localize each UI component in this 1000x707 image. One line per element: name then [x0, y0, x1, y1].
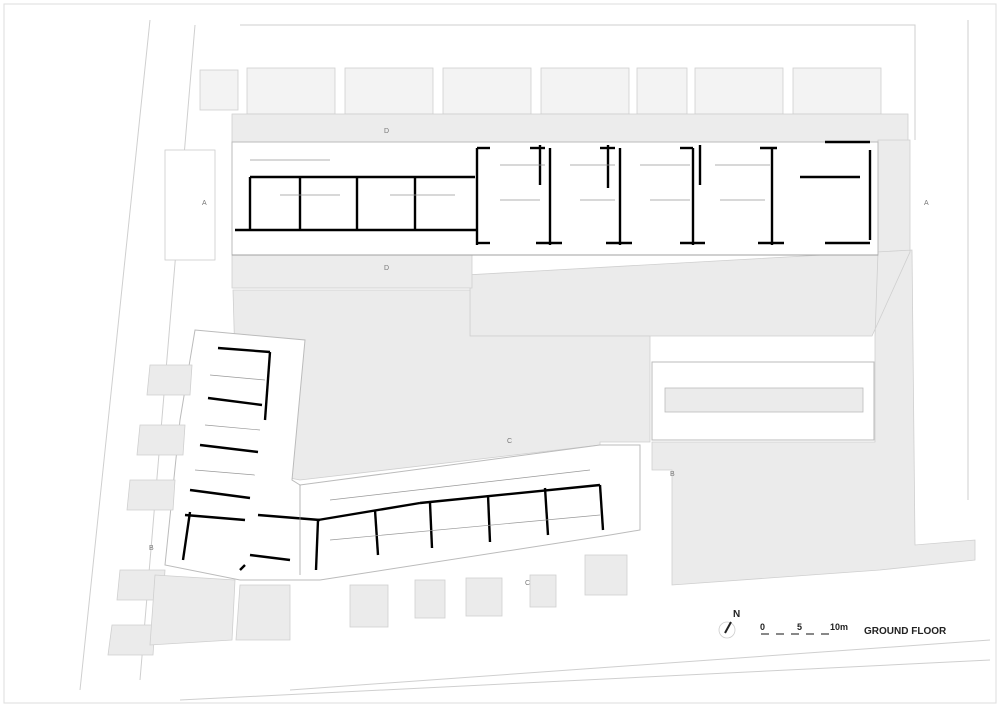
south-building-walls: [181, 346, 605, 571]
wall: [317, 501, 421, 522]
section-label-c-court: C: [507, 438, 512, 445]
partition: [194, 469, 256, 476]
wall: [263, 351, 272, 421]
parking-west: [107, 364, 193, 656]
north-building-partitions: [232, 159, 878, 256]
south-path: [231, 254, 473, 289]
partition: [204, 424, 261, 431]
scale-tick-0: 0: [760, 622, 765, 632]
section-label-a-west: A: [202, 200, 207, 207]
wall: [181, 511, 192, 561]
south-building-partitions: [194, 374, 601, 575]
wall: [314, 519, 320, 571]
wall: [486, 494, 492, 543]
partition: [329, 514, 601, 541]
wall: [419, 483, 601, 505]
section-label-b-west: B: [149, 545, 154, 552]
north-building: [231, 141, 879, 256]
wall: [428, 502, 434, 549]
west-street-block: [164, 149, 216, 261]
parking-row-north: [199, 67, 882, 115]
courtyard: [232, 139, 976, 586]
wall: [373, 509, 380, 556]
pavilion-inner: [664, 387, 864, 413]
wall: [189, 488, 251, 500]
north-label: N: [733, 609, 740, 620]
wall: [207, 396, 263, 407]
section-label-c-south: C: [525, 580, 530, 587]
wall: [199, 443, 259, 454]
wall: [217, 346, 271, 354]
scale-tick-5: 5: [797, 622, 802, 632]
partition: [329, 469, 591, 501]
section-label-b-east: B: [670, 471, 675, 478]
drawing-title: GROUND FLOOR: [864, 626, 947, 637]
north-path: [231, 113, 909, 143]
north-arrow-icon: [724, 621, 732, 634]
wall: [543, 487, 550, 536]
section-label-a-east: A: [924, 200, 929, 207]
scale-tick-10m: 10m: [830, 622, 848, 632]
wall: [184, 513, 246, 522]
section-label-d-north: D: [384, 128, 389, 135]
wall: [239, 564, 246, 571]
section-label-d-south: D: [384, 265, 389, 272]
wall: [257, 513, 321, 522]
gardens-south: [149, 554, 628, 646]
north-building-walls: [235, 140, 872, 245]
wall: [598, 484, 605, 531]
partition: [209, 374, 266, 381]
north-arrow-circle: [718, 621, 736, 639]
wall: [249, 553, 291, 562]
sheet-border: [3, 3, 997, 704]
